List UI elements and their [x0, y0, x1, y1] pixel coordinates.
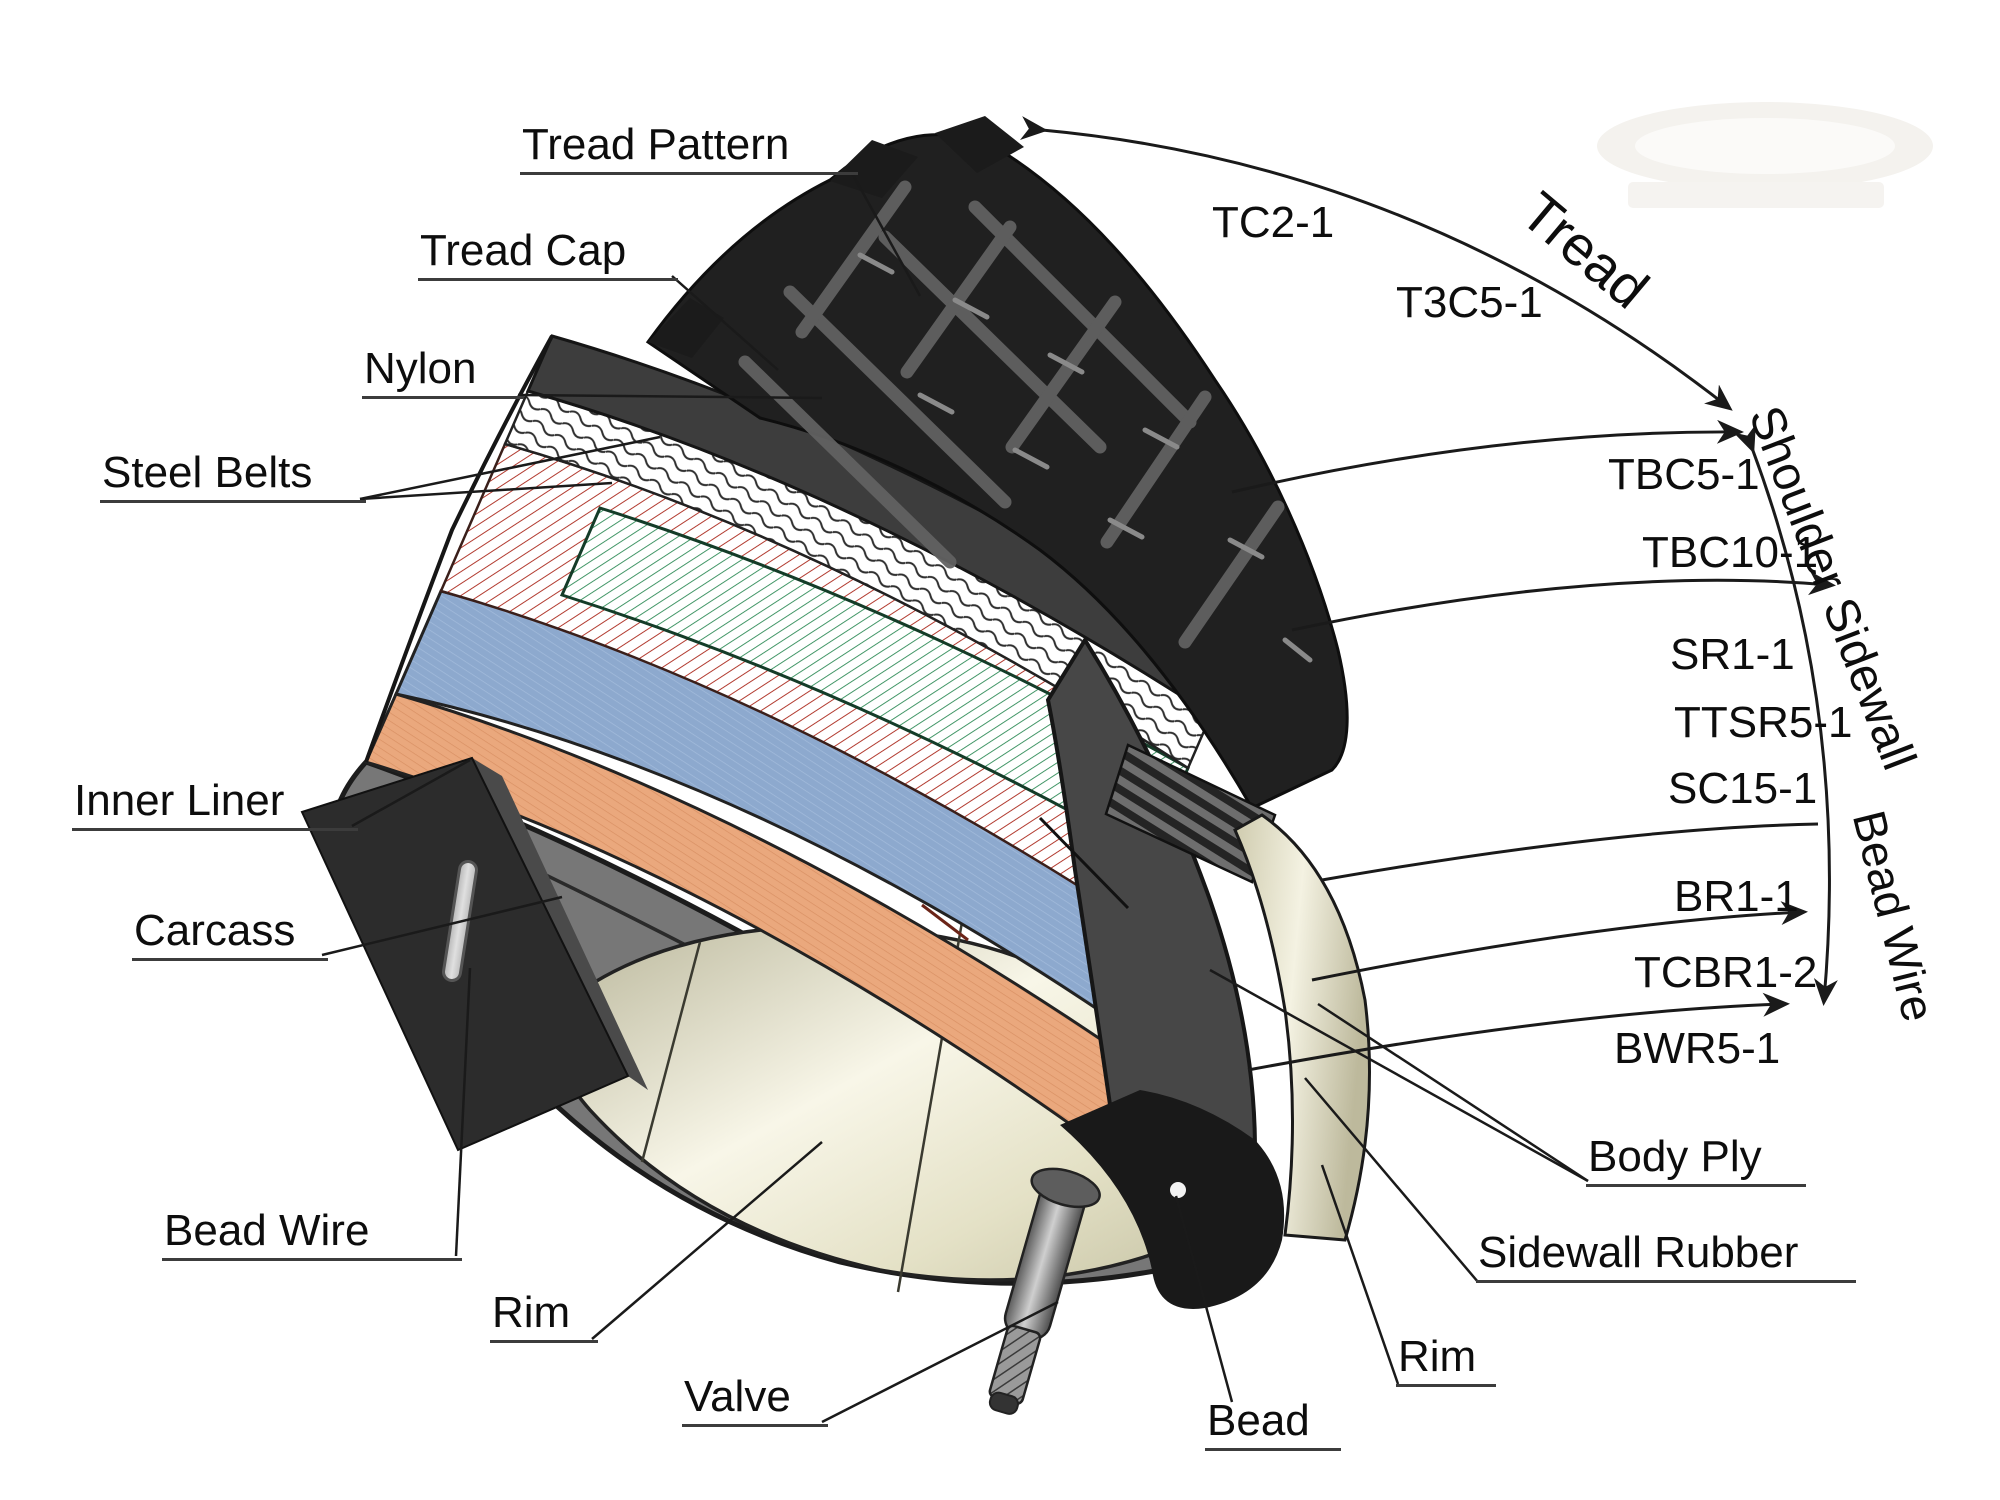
label-carcass: Carcass	[132, 907, 328, 962]
label-body-ply: Body Ply	[1586, 1133, 1806, 1188]
label-tread-cap: Tread Cap	[418, 227, 678, 282]
label-rim-right: Rim	[1396, 1333, 1496, 1388]
tread-blocks	[645, 116, 1349, 810]
bead-dot	[1170, 1182, 1186, 1198]
label-tread-pattern: Tread Pattern	[520, 121, 858, 176]
code-ttsr5-1: TTSR5-1	[1674, 698, 1853, 747]
body-ply-mark	[1038, 816, 1130, 910]
code-tbc10-1: TBC10-1	[1642, 528, 1819, 577]
label-rim-left: Rim	[490, 1289, 598, 1344]
shoulder-rib-strip	[1104, 743, 1277, 884]
label-bead: Bead	[1205, 1397, 1341, 1452]
code-tcbr1-2: TCBR1-2	[1634, 948, 1818, 997]
valve-stem	[988, 1167, 1101, 1415]
code-tc2-1: TC2-1	[1212, 198, 1335, 247]
section-arcs	[1019, 116, 1838, 1072]
label-sidewall-rubber: Sidewall Rubber	[1476, 1229, 1856, 1284]
code-tbc5-1: TBC5-1	[1608, 450, 1760, 499]
label-inner-liner: Inner Liner	[72, 777, 358, 832]
rim-seam	[640, 941, 702, 1163]
code-sr1-1: SR1-1	[1670, 630, 1795, 679]
label-nylon: Nylon	[362, 345, 524, 400]
label-valve: Valve	[682, 1373, 828, 1428]
rim-flange-right	[1233, 813, 1371, 1242]
watermark-logo	[1597, 102, 1933, 208]
code-sc15-1: SC15-1	[1668, 764, 1818, 813]
bead-lip	[1060, 1090, 1285, 1309]
liner-mark	[921, 903, 969, 942]
label-bead-wire: Bead Wire	[162, 1207, 462, 1262]
code-br1-1: BR1-1	[1674, 872, 1799, 921]
leader-lines	[321, 172, 1589, 1424]
carcass-flap	[300, 756, 648, 1152]
code-t3c5-1: T3C5-1	[1396, 278, 1543, 327]
label-steel-belts: Steel Belts	[100, 449, 366, 504]
code-bwr5-1: BWR5-1	[1614, 1024, 1781, 1073]
